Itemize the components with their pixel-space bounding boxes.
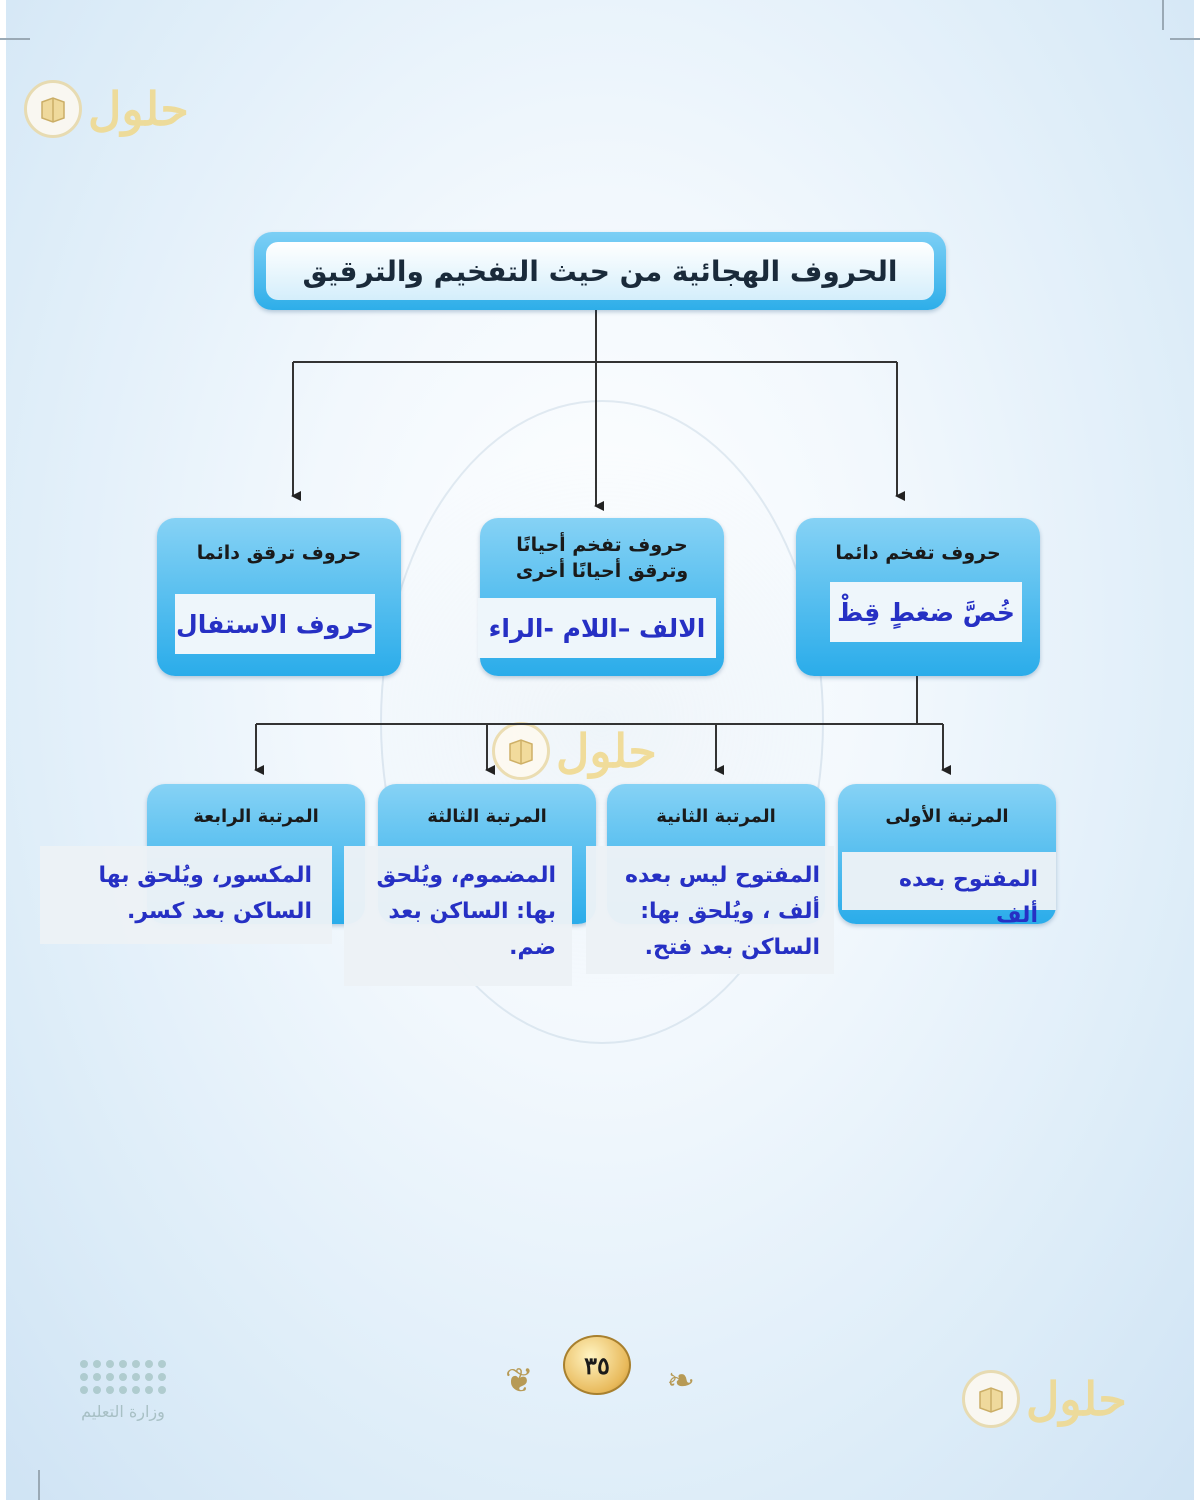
rank-desc-2: المفتوح ليس بعده ألف ، ويُلحق بها: الساك… — [586, 846, 834, 974]
right-page-edge — [1194, 0, 1200, 1500]
branch-title: حروف ترقق دائما — [196, 542, 362, 564]
rank-title: المرتبة الثانية — [656, 806, 776, 827]
ministry-name: وزارة التعليم — [81, 1402, 165, 1421]
flourish-left-icon: ❦ — [505, 1361, 534, 1401]
branch-title: حروف تفخم أحيانًا وترقق أحيانًا أخرى — [515, 534, 689, 582]
branch-title: حروف تفخم دائما — [835, 542, 1001, 564]
watermark-bottom-right: حلول — [962, 1370, 1127, 1428]
watermark-book-icon — [492, 722, 550, 780]
page-number: ٣٥ — [563, 1335, 631, 1395]
rank-desc-1: المفتوح بعده ألف — [842, 852, 1056, 928]
diagram-title-box: الحروف الهجائية من حيث التفخيم والترقيق — [254, 232, 946, 310]
diagram-title: الحروف الهجائية من حيث التفخيم والترقيق — [266, 242, 934, 300]
watermark-book-icon — [962, 1370, 1020, 1428]
branch-value: حروف الاستفال — [175, 594, 375, 654]
flourish-right-icon: ❧ — [666, 1361, 696, 1401]
branch-value: خُصَّ ضغطٍ قِظْ — [830, 582, 1022, 642]
watermark-book-icon — [24, 80, 82, 138]
rank-title: المرتبة الثالثة — [427, 806, 547, 827]
branch-always-heavy: حروف تفخم دائما خُصَّ ضغطٍ قِظْ — [796, 518, 1040, 676]
rank-title: المرتبة الأولى — [885, 806, 1009, 827]
ministry-dots-icon — [68, 1360, 178, 1394]
watermark-text: حلول — [88, 82, 189, 136]
crop-mark-right-vertical — [1162, 0, 1164, 30]
watermark-top-left: حلول — [24, 80, 189, 138]
crop-mark-bottom-left — [38, 1470, 40, 1500]
rank-desc-3: المضموم، ويُلحق بها: الساكن بعد ضم. — [344, 846, 572, 986]
branch-always-light: حروف ترقق دائما حروف الاستفال — [157, 518, 401, 676]
page-number-ornament: ❦ ٣٥ ❧ — [505, 1335, 695, 1405]
watermark-text: حلول — [1026, 1372, 1127, 1426]
ministry-logo: وزارة التعليم — [68, 1360, 178, 1421]
left-page-edge — [0, 0, 6, 1500]
crop-mark-top-left — [0, 38, 30, 40]
crop-mark-top-right — [1170, 38, 1200, 40]
branch-value: الالف –اللام -الراء — [478, 598, 716, 658]
rank-desc-4: المكسور، ويُلحق بها الساكن بعد كسر. — [40, 846, 332, 944]
watermark-center: حلول — [492, 722, 657, 780]
rank-title: المرتبة الرابعة — [193, 806, 319, 827]
watermark-text: حلول — [556, 724, 657, 778]
branch-sometimes: حروف تفخم أحيانًا وترقق أحيانًا أخرى الا… — [478, 518, 724, 676]
